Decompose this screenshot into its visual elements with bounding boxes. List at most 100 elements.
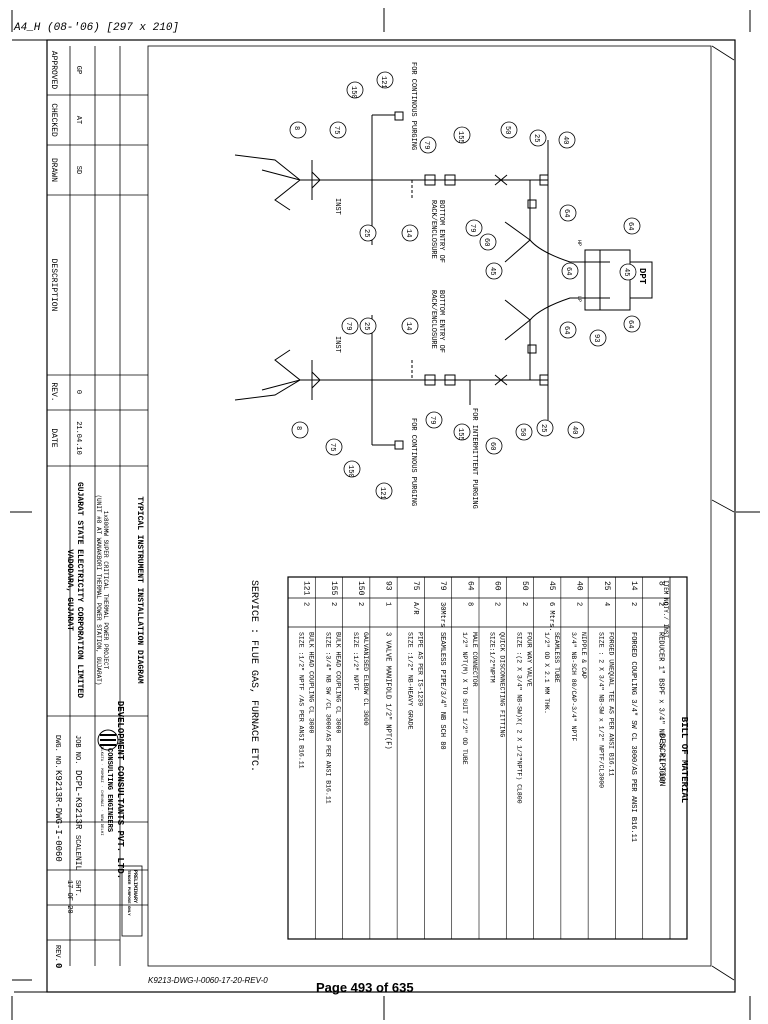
callout-left-circle [376,71,394,89]
callout-right-circle [325,438,343,456]
diagram-labels: DPT HP LP INST INST FOR CONTINOUS PURGIN… [333,62,647,509]
callout-left-circle [346,81,364,99]
callout-left-tag: 75 [332,126,340,134]
company-subtitle: CONSULTING ENGINEERS [105,748,113,832]
callout-right-tag: 60 [488,442,496,450]
callout-left-tag: 64 [562,209,570,217]
bom-qty: 2 [575,602,583,606]
callout-right-tag: 8 [294,426,302,430]
bom-col-desc: DESCRIPTION [657,734,666,787]
callout-left-tag: 64 [564,267,572,275]
company-cities: KOLKATA · MUMBAI · CHENNAI · NEW DELHI [99,744,103,835]
bom-col-item: ITEM NO. [662,580,669,609]
bom-qty: 2 [629,602,637,606]
company-logo [97,729,119,751]
callout-dpt-tag: 45 [622,268,630,276]
bom-item-no: 93 [384,581,393,591]
bottom-entry-left: BOTTOM ENTRY OF [437,200,445,263]
bom-desc: SIZE :(2 X 3/4" NB-SW)X( 2 X 1/2"NPTF) C… [516,632,523,804]
callout-right-circle [291,421,309,439]
drawn-label: DRAWN [49,158,58,182]
callout-left-circle [500,121,518,139]
callout-right-circle [515,423,533,441]
callout-right-circle [343,460,361,478]
bottom-entry-right: BOTTOM ENTRY OF [437,290,445,353]
bom-desc: FOUR WAY VALVE [526,632,533,687]
drawn-initials: SD [74,166,82,174]
bom-item-no: 45 [547,581,556,591]
bom-item-no: 50 [520,581,529,591]
approval-strip: APPROVED CHECKED DRAWN GP AT SD DESCRIPT… [47,46,148,966]
callout-left-tag: 14 [404,229,412,237]
bom-qty: 8 [465,602,473,606]
callout-right-tag: 79 [344,322,352,330]
callout-right-tag: 25 [539,424,547,432]
callout-left-tag: 25 [532,134,540,142]
preliminary-stamp [121,865,143,937]
bom-qty: 4 [602,602,610,606]
callout-right-circle [359,317,377,335]
bom-desc: FORGED UNEQUAL TEE AS PER ANSI B16.11 [607,632,614,776]
checked-label: CHECKED [49,103,58,137]
approved-label: APPROVED [49,51,58,90]
callout-dpt-circle [623,315,641,333]
bom-desc: SIZE:1/2"NPTM [488,632,495,683]
bom-desc: FORGED COUPLING 3/4" SW CL 3000/AS PER A… [629,632,637,842]
bom-qty: A/R [411,602,419,615]
client-line2: VADODARA, GUJARAT [65,549,74,631]
bom-desc: 1/2" NPT(M) X TO SUIT 1/2" OD TUBE [461,632,468,765]
bom-qty: 2 [493,602,501,606]
bom-desc: PIPE AS PER IS-1239 [416,632,423,706]
callout-right-circle [375,482,393,500]
checked-initials: AT [74,116,82,124]
bom-desc: 3/4" NB-SCH 80/CAP-3/4" NPTF [570,632,577,741]
callout-right-tag: 155 [456,428,464,441]
company-name: DEVELOPMENT CONSULTANTS PVT. LTD. [115,701,125,879]
callout-left-circle [289,121,307,139]
rev-header: REV. [49,382,58,401]
stamp-line1: PRELIMINARY [132,870,138,903]
bom-desc: BULK HEAD COUPLING CL 3000 [307,632,314,734]
bom-qty: 1 [384,602,392,606]
callout-left-tag: 45 [488,267,496,275]
bom-item-no: 8 [656,581,665,586]
date-value: 21.04.10 [74,421,82,455]
callout-left-tag: 25 [362,229,370,237]
callout-left-circle [529,129,547,147]
bom-qty: 2 [356,602,364,606]
callout-right-circle [536,419,554,437]
callout-left-circle [465,219,483,237]
sheet-size-header: A4_H (08-'06) [297 x 210] [14,22,180,34]
callout-left-circle [419,136,437,154]
callout-right-tag: 50 [518,428,526,436]
bom-item-no: 75 [411,581,420,591]
callout-right-circle [453,423,471,441]
bom-qty: 6 Mtrs. [547,602,555,631]
rev-label: REV. [53,945,61,962]
bom-desc: SIZE :1/2" NB-HEAVY GRADE [406,632,413,730]
date-header: DATE [49,428,58,447]
instrument-diagram [234,111,653,450]
callout-left-tag: 8 [292,126,300,130]
callout-left-circle [479,233,497,251]
callout-left-circle [401,224,419,242]
rev-number: 0 [53,963,63,968]
callout-left-circle [485,262,503,280]
callout-left-tag: 40 [561,136,569,144]
callout-right-tag: 25 [362,322,370,330]
callout-right-tag: 121 [378,487,386,500]
dwg-no-label: DWG. NO. [53,735,61,769]
job-no: DCPL-K9213R [73,770,83,830]
callout-dpt-tag: 64 [626,320,634,328]
inner-border [147,45,712,967]
sheet-label: SHT. [73,880,81,897]
callout-dpt-circle [589,329,607,347]
job-no-label: JOB NO. [73,735,81,764]
bom-desc: MALE CONNECTOR [471,632,478,687]
callout-left-tag: 121 [379,76,387,89]
callout-dpt-tag: 64 [626,222,634,230]
hp-label: HP [576,240,582,246]
bom-qty: 2 [520,602,528,606]
bom-desc: GALVANISED ELBOW CL 3000 [362,632,369,726]
